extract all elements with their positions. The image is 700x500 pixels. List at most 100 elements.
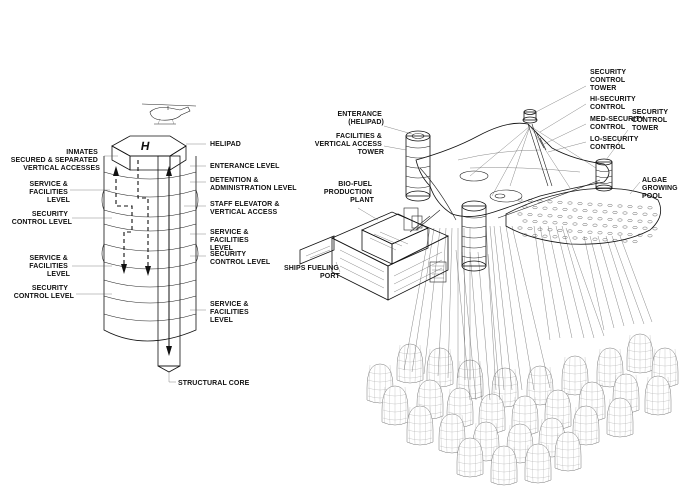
bio-fuel-plant	[299, 207, 449, 301]
buoy-float	[554, 431, 582, 472]
pool-dot	[632, 240, 638, 244]
pool-dot	[652, 213, 658, 217]
pool-dot	[597, 203, 603, 207]
pool-dot	[617, 204, 623, 208]
pool-dot	[577, 202, 583, 206]
label-facilities-tower: FACILITIES & VERTICAL ACCESS TOWER	[315, 133, 384, 156]
pool-dot	[652, 227, 658, 231]
floating-buoys	[366, 333, 679, 486]
label-helipad: HELIPAD	[210, 141, 241, 148]
pool-dot	[572, 222, 578, 226]
pool-dot	[562, 207, 568, 211]
pool-dot	[527, 227, 533, 231]
pool-dot	[647, 234, 653, 238]
pool-dot	[547, 214, 553, 218]
pool-dot	[617, 232, 623, 236]
pool-dot	[597, 217, 603, 221]
label-security-level-left-lower: SECURITY CONTROL LEVEL	[14, 285, 75, 300]
pool-dot	[627, 233, 633, 237]
pool-dot	[587, 230, 593, 234]
pool-dot	[522, 233, 528, 237]
left-leader-lines	[70, 143, 206, 383]
label-service-level-left-upper: SERVICE & FACILITIES LEVEL	[29, 181, 70, 204]
algae-pool	[505, 187, 662, 245]
pool-dot	[647, 220, 653, 224]
pool-dot	[642, 226, 648, 230]
platform-axonometric: ENTERANCE (HELIPAD) FACILITIES & VERTICA…	[284, 69, 680, 486]
pool-dot	[547, 228, 553, 232]
pool-dot	[637, 219, 643, 223]
pool-dot	[517, 226, 523, 230]
buoy-float	[396, 343, 424, 384]
pool-dot	[582, 223, 588, 227]
pool-dot	[577, 216, 583, 220]
label-algae-growing-pool: ALGAE GROWING POOL	[642, 177, 680, 200]
pool-dot	[567, 229, 573, 233]
pool-dot	[632, 226, 638, 230]
pool-dot	[587, 216, 593, 220]
label-service-level-right-2: SERVICE & FACILITIES LEVEL	[210, 301, 251, 324]
pool-dot	[597, 231, 603, 235]
buoy-float	[596, 347, 624, 388]
pool-dot	[542, 234, 548, 238]
pool-dot	[562, 235, 568, 239]
pool-dot	[547, 200, 553, 204]
pool-dot	[612, 210, 618, 214]
label-security-control-tower-right: SECURITY CONTROL TOWER	[632, 109, 670, 132]
pool-dot	[632, 212, 638, 216]
tower-section-drawing: H	[11, 103, 297, 387]
pool-dot	[552, 221, 558, 225]
security-tower-right	[595, 158, 613, 192]
pool-dot	[537, 199, 543, 203]
main-deck	[415, 122, 610, 221]
pool-dot	[617, 218, 623, 222]
buoy-float	[606, 397, 634, 438]
pool-dot	[622, 239, 628, 243]
label-entrance-level: ENTERANCE LEVEL	[210, 163, 280, 170]
pool-dot	[552, 235, 558, 239]
pool-dot	[532, 234, 538, 238]
pool-dot	[557, 228, 563, 232]
label-bio-fuel-plant: BIO-FUEL PRODUCTION PLANT	[324, 181, 375, 204]
pool-dot	[522, 219, 528, 223]
label-security-level-right: SECURITY CONTROL LEVEL	[210, 251, 271, 266]
pool-dot	[607, 231, 613, 235]
label-inmates-access: INMATES SECURED & SEPARATED VERTICAL ACC…	[11, 149, 100, 172]
label-security-level-left-upper: SECURITY CONTROL LEVEL	[12, 211, 73, 226]
buoy-float	[490, 445, 518, 486]
pool-dot	[647, 206, 653, 210]
pool-dot	[537, 213, 543, 217]
pool-dot	[622, 225, 628, 229]
label-detention-admin: DETENTION & ADMINISTRATION LEVEL	[210, 177, 297, 192]
facilities-tower	[405, 130, 431, 202]
pool-dot	[552, 207, 558, 211]
pool-dot	[542, 206, 548, 210]
label-service-level-left-lower: SERVICE & FACILITIES LEVEL	[29, 255, 70, 278]
pool-dot	[612, 238, 618, 242]
pool-dot	[557, 200, 563, 204]
buoy-float	[456, 437, 484, 478]
pool-dot	[582, 209, 588, 213]
label-staff-elevator: STAFF ELEVATOR & VERTICAL ACCESS	[210, 201, 282, 216]
pool-dot	[532, 220, 538, 224]
pool-dot	[532, 206, 538, 210]
pool-dot	[582, 237, 588, 241]
tower-cylinder: H	[101, 135, 199, 373]
buoy-float	[406, 405, 434, 446]
buoy-float	[561, 355, 589, 396]
pool-dot	[567, 215, 573, 219]
pool-dot	[587, 202, 593, 206]
pool-dot	[602, 224, 608, 228]
helipad-marking: H	[140, 139, 151, 153]
pool-dot	[637, 205, 643, 209]
pool-dot	[602, 238, 608, 242]
label-ships-fueling-port: SHIPS FUELING PORT	[284, 265, 341, 280]
buoy-float	[572, 405, 600, 446]
security-tower-front	[461, 200, 487, 272]
label-entrance-helipad: ENTERANCE (HELIPAD)	[337, 111, 384, 126]
pool-dot	[567, 201, 573, 205]
buoy-float	[644, 375, 672, 416]
label-hi-security-control: HI-SECURITY CONTROL	[590, 96, 638, 111]
label-service-level-right-1: SERVICE & FACILITIES LEVEL	[210, 229, 251, 252]
